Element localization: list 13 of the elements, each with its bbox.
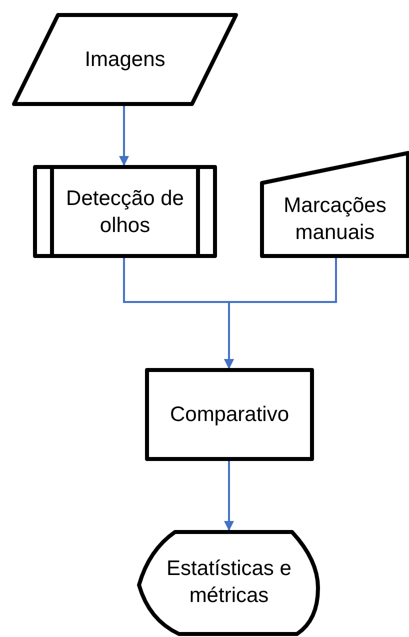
manual-input-shape xyxy=(260,151,408,258)
arrow xyxy=(119,105,129,166)
input-parallelogram xyxy=(12,13,238,106)
arrow xyxy=(224,460,234,531)
node-label: Detecção de olhos xyxy=(65,186,185,238)
process-box xyxy=(145,368,314,461)
node-label: Imagens xyxy=(84,47,166,73)
node-label: Estatísticas e métricas xyxy=(166,556,292,609)
node-label: Comparativo xyxy=(170,402,290,428)
node-label: Marcações manuais xyxy=(282,192,388,246)
predefined-process-box xyxy=(33,165,217,258)
display-shape xyxy=(137,530,321,636)
arrow xyxy=(224,257,337,369)
